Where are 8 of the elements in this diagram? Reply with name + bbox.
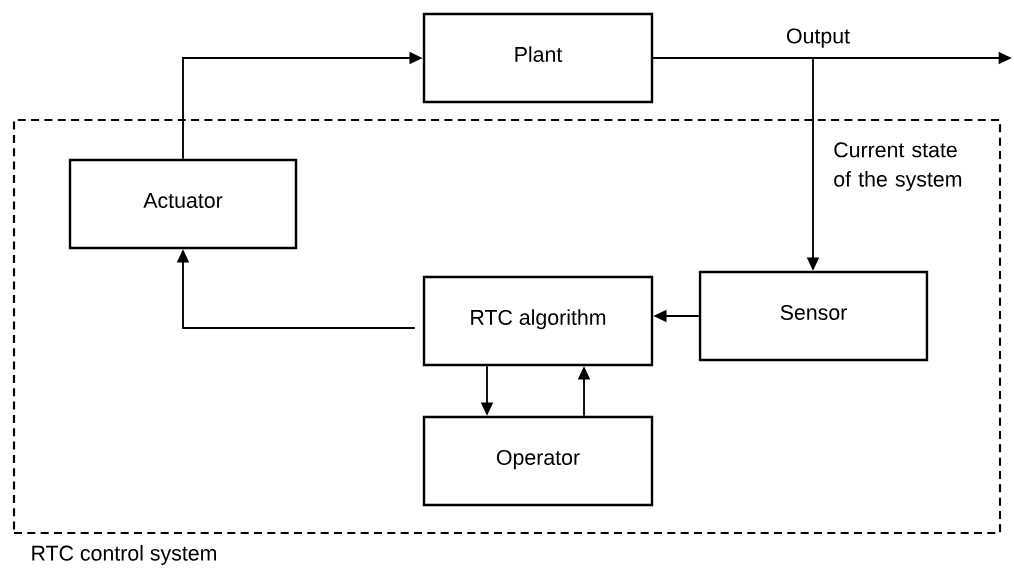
edge-label: Output: [787, 28, 850, 48]
process-box: Actuator: [68, 158, 298, 250]
edge-label: Current state of the system: [834, 142, 962, 191]
process-box: Operator: [422, 415, 654, 507]
process-box: Plant: [422, 12, 654, 104]
process-box: RTC algorithm: [422, 275, 654, 367]
process-box: Sensor: [698, 270, 929, 362]
node-label: RTC control system: [32, 545, 216, 565]
